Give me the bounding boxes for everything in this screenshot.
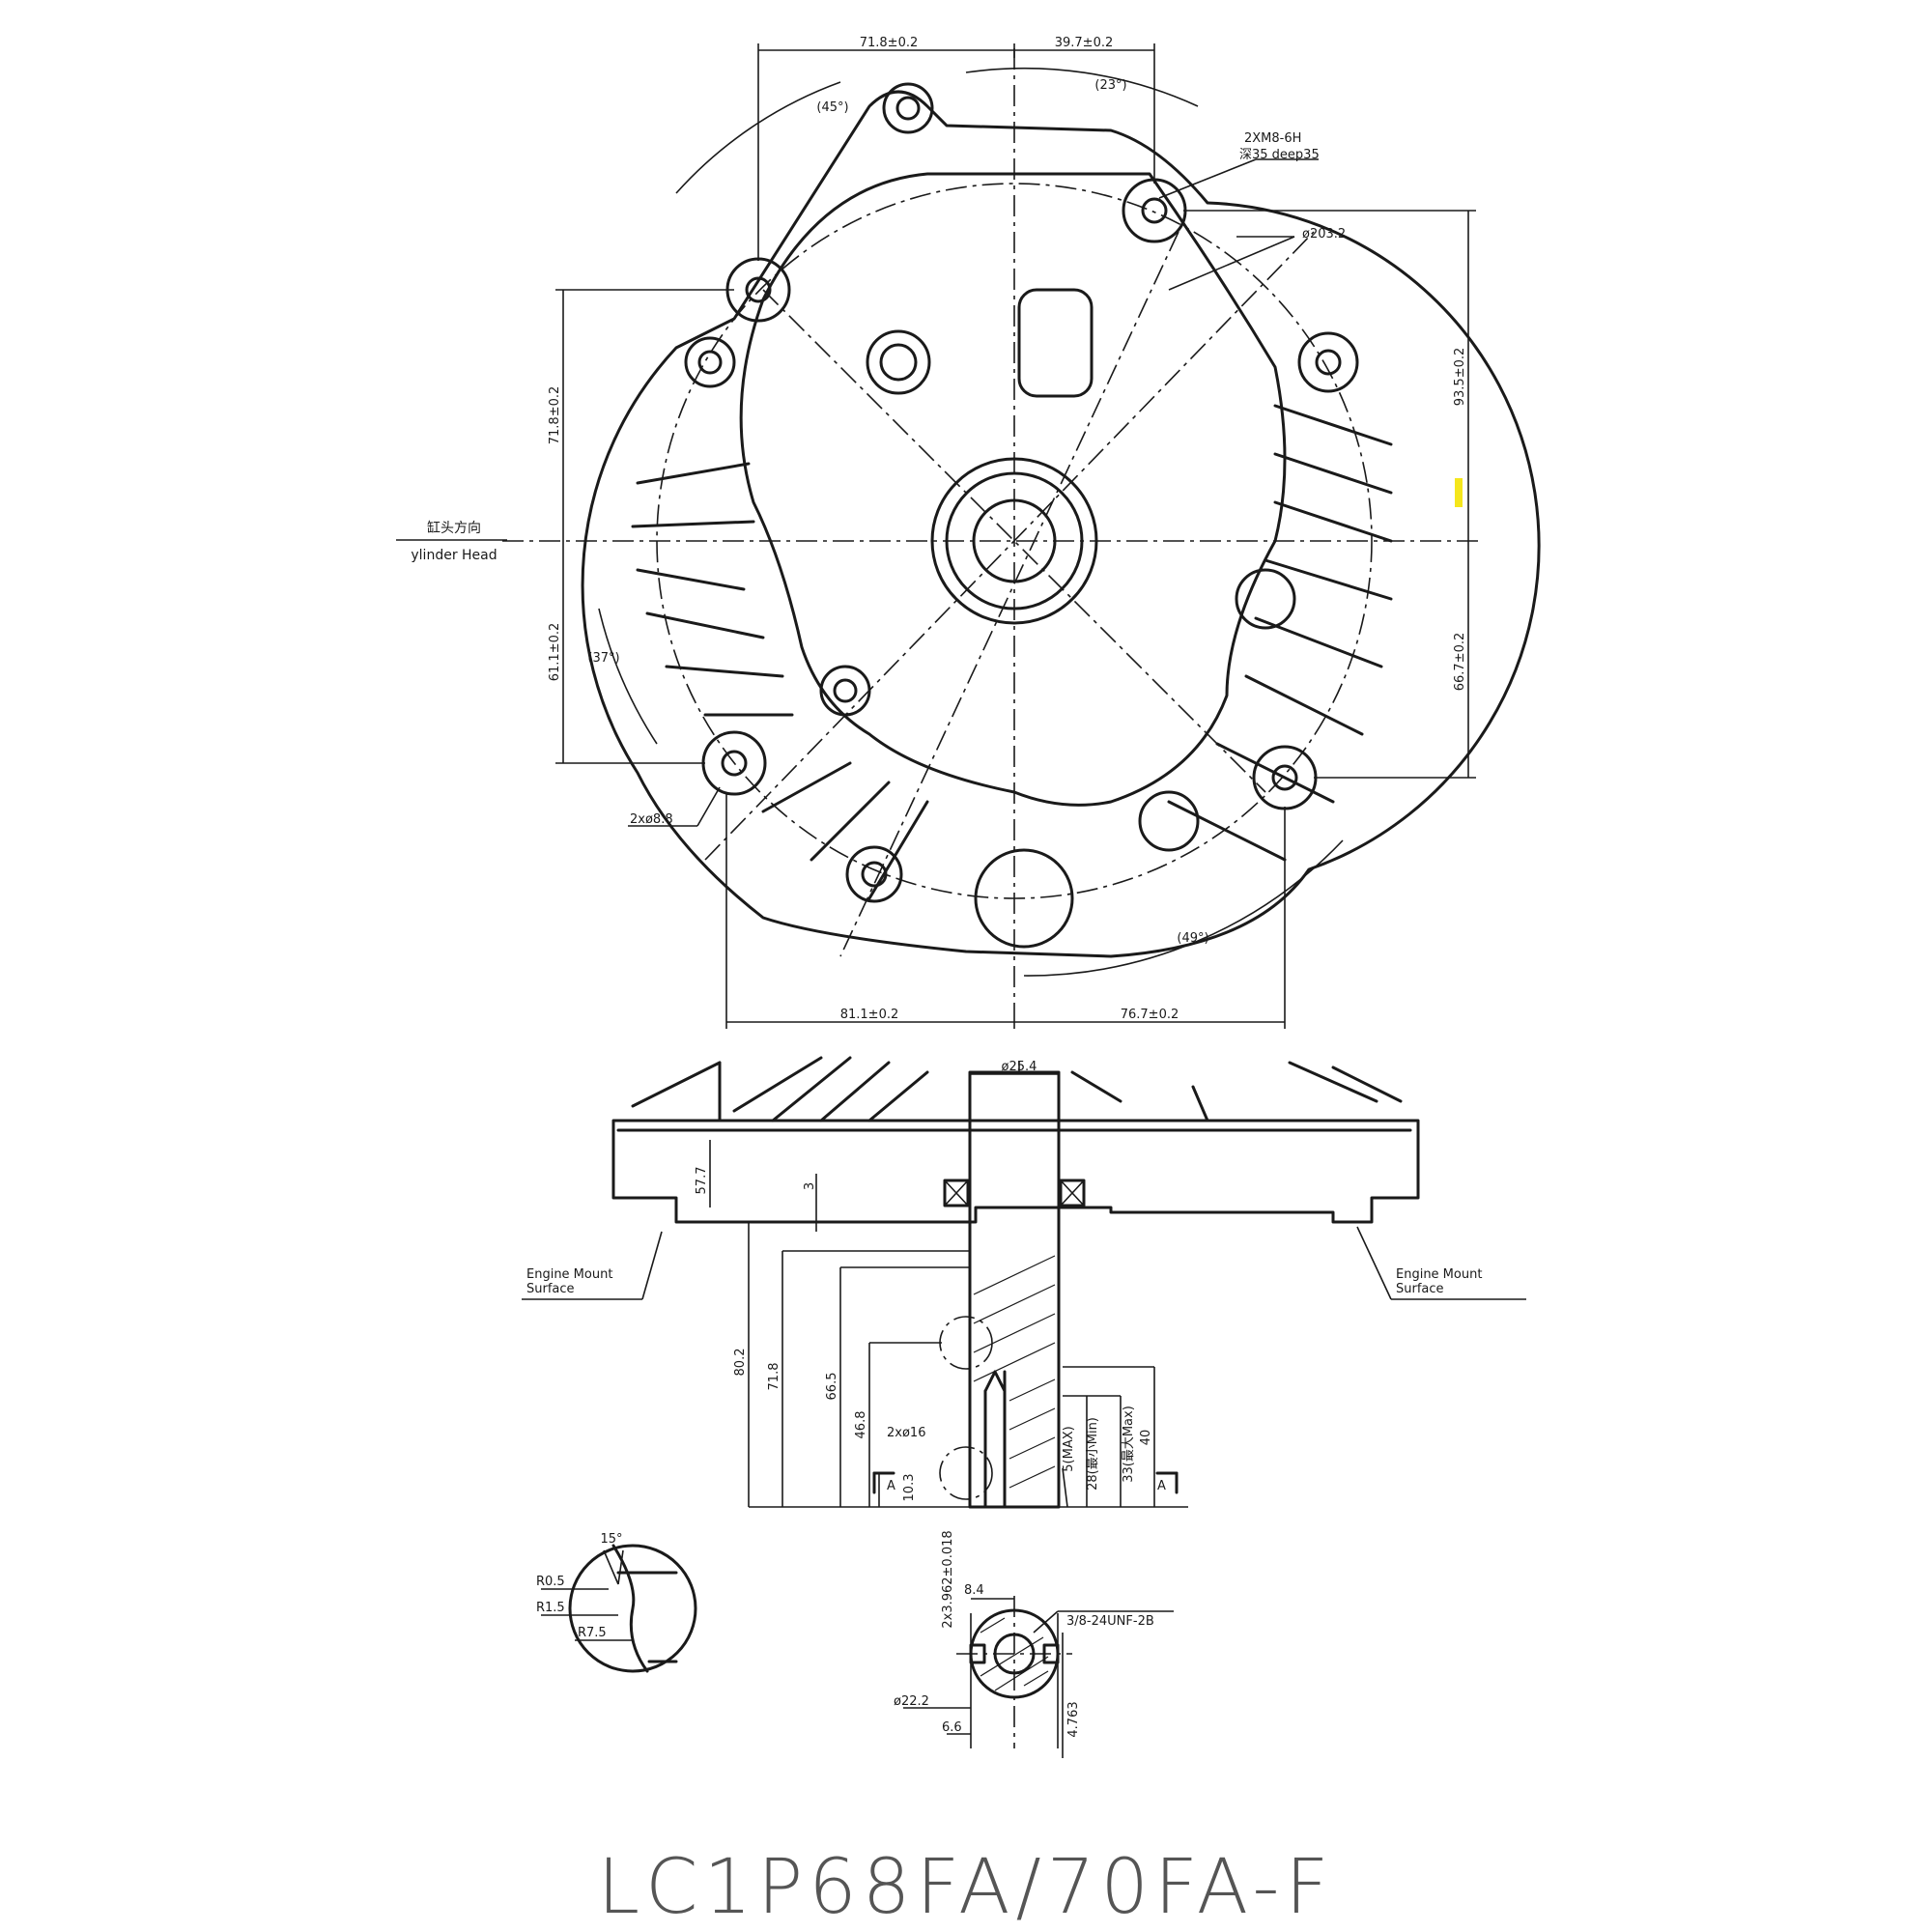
diagonal-centerline xyxy=(762,289,1266,793)
lower-lobe xyxy=(1138,790,1200,852)
dim-small: 3 xyxy=(803,1182,817,1190)
arc-23 xyxy=(965,67,1199,107)
arc-49 xyxy=(1023,839,1344,977)
inner-cavity xyxy=(739,172,1287,807)
arc-37 xyxy=(598,608,658,745)
dim-bolt-circle: ø203.2 xyxy=(1302,227,1346,242)
dim-holes: 2xø16 xyxy=(887,1426,925,1440)
housing-outline xyxy=(581,90,1541,958)
detail-profile xyxy=(611,1544,649,1673)
dim-left-lower: 61.1±0.2 xyxy=(548,623,562,682)
bottom-boss xyxy=(974,848,1074,949)
thread-depth: 深35 deep35 xyxy=(1239,148,1320,162)
side-dimension-lines xyxy=(522,1061,1526,1508)
crank-boss-outer xyxy=(930,457,1098,625)
vdim-46-8: 46.8 xyxy=(854,1411,868,1439)
side-fins xyxy=(631,1056,1403,1122)
plug-boss xyxy=(866,329,931,395)
angle-49: (49°) xyxy=(1177,931,1208,946)
section-dia: ø22.2 xyxy=(894,1694,929,1709)
mount-right-line2: Surface xyxy=(1396,1282,1444,1296)
dim-bottom-right: 76.7±0.2 xyxy=(1121,1008,1179,1022)
section-h: 4.763 xyxy=(1066,1701,1081,1737)
diagonal-centerline-2 xyxy=(839,231,1179,957)
side-housing-outline xyxy=(611,1119,1420,1224)
dim-top-right: 39.7±0.2 xyxy=(1055,36,1114,50)
cooling-fins-right xyxy=(1167,404,1393,862)
dim-bottom-left: 81.1±0.2 xyxy=(840,1008,899,1022)
side-view: ø25.4 57.7 3 80.2 71.8 66.5 46.8 10.3 5(… xyxy=(522,1056,1526,1509)
crank-boss-ring xyxy=(945,471,1084,611)
dim-height: 57.7 xyxy=(695,1167,709,1195)
angle-45: (45°) xyxy=(816,100,848,115)
section-key: 2x3.962±0.018 xyxy=(941,1530,955,1628)
arc-45 xyxy=(675,81,841,194)
thread-callout: 2XM8-6H xyxy=(1244,131,1301,146)
vdim-66-5: 66.5 xyxy=(825,1373,839,1401)
drawing-title: LC1P68FA/70FA-F xyxy=(598,1844,1335,1931)
dim-top-left: 71.8±0.2 xyxy=(860,36,919,50)
bolt-circle xyxy=(656,183,1373,899)
detail-angle: 15° xyxy=(600,1532,622,1547)
section-hatch xyxy=(980,1617,1049,1691)
cylinder-head-cn: 缸头方向 xyxy=(427,520,481,536)
section-w1: 8.4 xyxy=(964,1583,984,1598)
section-a-right: A xyxy=(1157,1479,1166,1493)
vdim-28-min: 28(最小Min) xyxy=(1086,1417,1100,1491)
detail-r7-5: R7.5 xyxy=(578,1626,607,1640)
cross-hole-upper xyxy=(939,1316,993,1370)
cooling-fins-left xyxy=(631,462,929,900)
section-thread-label: 3/8-24UNF-2B xyxy=(1066,1614,1154,1629)
section-view: 2x3.962±0.018 8.4 3/8-24UNF-2B ø22.2 6.6… xyxy=(894,1530,1174,1758)
vdim-40: 40 xyxy=(1139,1430,1153,1446)
bearing-right xyxy=(1059,1179,1086,1208)
diagonal-centerline-3 xyxy=(704,231,1315,861)
highlight-marker xyxy=(1455,478,1463,507)
angle-37: (37°) xyxy=(587,651,619,666)
cross-hole-lower xyxy=(939,1446,993,1500)
detail-r0-5: R0.5 xyxy=(536,1575,565,1589)
section-w2: 6.6 xyxy=(942,1720,962,1735)
dimension-lines-top xyxy=(555,43,1476,1029)
vdim-5-max: 5(MAX) xyxy=(1062,1426,1076,1471)
vdim-33-max: 33(最大Max) xyxy=(1122,1406,1136,1483)
holes-callout: 2xø8.8 xyxy=(630,812,673,827)
dim-right-lower: 66.7±0.2 xyxy=(1453,633,1467,692)
section-a-left: A xyxy=(887,1479,895,1493)
top-view: 71.8±0.2 39.7±0.2 71.8±0.2 61.1±0.2 93.5… xyxy=(396,36,1541,1029)
shaft-hatch xyxy=(973,1255,1056,1489)
dim-left-upper: 71.8±0.2 xyxy=(548,386,562,445)
cylinder-head-label: ylinder Head xyxy=(411,548,497,563)
side-lobe xyxy=(1235,568,1296,630)
detail-circle xyxy=(568,1544,697,1673)
mount-left-line1: Engine Mount xyxy=(526,1267,612,1282)
detail-view: 15° R0.5 R1.5 R7.5 xyxy=(536,1532,697,1673)
vdim-10-3: 10.3 xyxy=(902,1474,917,1502)
dim-right-upper: 93.5±0.2 xyxy=(1453,348,1467,407)
crank-bore xyxy=(972,498,1057,583)
dim-shaft-dia: ø25.4 xyxy=(1002,1060,1037,1074)
vdim-80-2: 80.2 xyxy=(733,1349,748,1377)
mount-left-line2: Surface xyxy=(526,1282,575,1296)
detail-r1-5: R1.5 xyxy=(536,1601,565,1615)
window-port xyxy=(1017,288,1094,398)
bearing-left xyxy=(943,1179,970,1208)
vdim-71-8: 71.8 xyxy=(767,1363,781,1391)
plug-hole xyxy=(879,343,918,382)
angle-23: (23°) xyxy=(1094,78,1126,93)
mount-right-line1: Engine Mount xyxy=(1396,1267,1482,1282)
